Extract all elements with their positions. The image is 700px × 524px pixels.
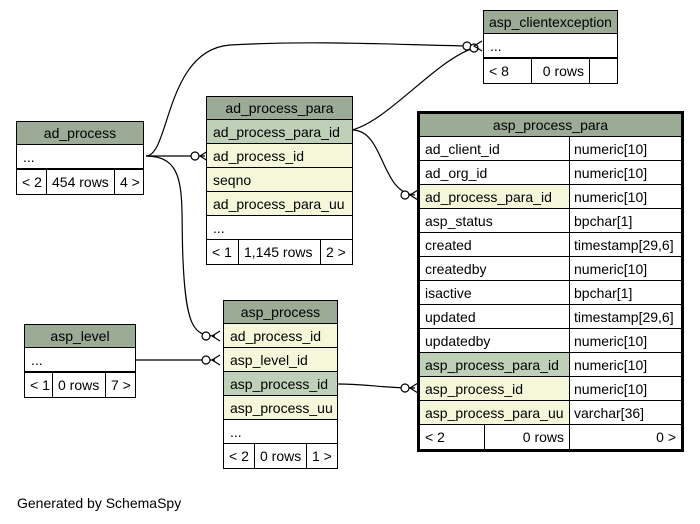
table-asp_process[interactable]: asp_process ad_process_id asp_level_id a… — [223, 300, 338, 469]
column-type: numeric[10] — [574, 333, 648, 349]
column-type: timestamp[29,6] — [574, 309, 674, 325]
table-row: ad_process_id — [224, 324, 337, 348]
table-footer: < 2 0 rows 0 > — [420, 425, 681, 449]
table-row: asp_process_uu — [224, 396, 337, 420]
table-ad_process_para[interactable]: ad_process_para ad_process_para_id ad_pr… — [206, 96, 353, 265]
edge-end-circle — [190, 151, 200, 161]
column-type: timestamp[29,6] — [574, 237, 674, 253]
children-count[interactable]: 1 > — [312, 448, 332, 464]
parents-count[interactable]: < 1 — [25, 373, 53, 397]
column-type: varchar[36] — [574, 405, 645, 421]
column-type: numeric[10] — [574, 261, 648, 277]
column-type: bpchar[1] — [574, 285, 633, 301]
row-count: 0 rows — [532, 59, 590, 83]
column-type: numeric[10] — [574, 141, 648, 157]
edge-ad_process_para-asp_process_para — [351, 129, 416, 196]
edge-end-circle — [400, 383, 410, 393]
column-name: ad_process_para_id — [420, 185, 570, 208]
table-title: asp_clientexception — [484, 11, 617, 34]
column-name: created — [420, 233, 570, 256]
table-footer: < 1 0 rows 7 > — [25, 372, 135, 397]
table-footer: < 8 0 rows — [484, 58, 617, 83]
column-type: numeric[10] — [574, 165, 648, 181]
table-row: ad_process_para_uu — [207, 192, 352, 216]
column-type: bpchar[1] — [574, 213, 633, 229]
table-ad_process[interactable]: ad_process ... < 2 454 rows 4 > — [16, 121, 144, 195]
table-row: seqno — [207, 168, 352, 192]
row-count: 1,145 rows — [239, 240, 321, 264]
table-row: ad_process_id — [207, 144, 352, 168]
parents-count[interactable]: < 8 — [484, 59, 532, 83]
edge-end-circle — [201, 331, 211, 341]
table-row: ... — [484, 34, 617, 58]
table-title: asp_process — [224, 301, 337, 324]
table-row: ... — [207, 216, 352, 240]
edge-end-circle — [201, 355, 211, 365]
edge-ad_process-asp_clientexception — [145, 42, 471, 157]
column-name: asp_process_para_uu — [420, 401, 570, 424]
column-name: createdby — [420, 257, 570, 280]
table-row: ... — [224, 420, 337, 444]
table-row: ... — [17, 145, 143, 169]
edge-ad_process_para-asp_clientexception — [351, 46, 479, 131]
table-asp_clientexception[interactable]: asp_clientexception ... < 8 0 rows — [483, 10, 618, 84]
children-count[interactable]: 7 > — [111, 377, 131, 393]
table-title: ad_process_para — [207, 97, 352, 120]
column-name: asp_status — [420, 209, 570, 232]
table-footer: < 2 454 rows 4 > — [17, 169, 143, 194]
row-count: 0 rows — [255, 444, 307, 468]
children-count[interactable]: 4 > — [120, 174, 140, 190]
parents-count[interactable]: < 2 — [420, 425, 485, 449]
parents-count[interactable]: < 2 — [224, 444, 255, 468]
row-count: 454 rows — [47, 170, 115, 194]
column-name: isactive — [420, 281, 570, 304]
generated-by-footer: Generated by SchemaSpy — [17, 495, 182, 511]
table-title: asp_process_para — [420, 114, 681, 137]
table-title: ad_process — [17, 122, 143, 145]
children-count[interactable]: 2 > — [326, 244, 346, 260]
table-footer: < 1 1,145 rows 2 > — [207, 240, 352, 264]
table-title: asp_level — [25, 325, 135, 348]
table-row: asp_level_id — [224, 348, 337, 372]
children-count[interactable] — [590, 59, 617, 83]
row-count: 0 rows — [485, 425, 570, 449]
column-name: ad_client_id — [420, 137, 570, 160]
column-type: numeric[10] — [574, 189, 648, 205]
parents-count[interactable]: < 2 — [17, 170, 47, 194]
column-type: numeric[10] — [574, 357, 648, 373]
column-name: asp_process_para_id — [420, 353, 570, 376]
children-count[interactable]: 0 > — [656, 429, 676, 445]
column-name: updated — [420, 305, 570, 328]
row-count: 0 rows — [53, 373, 106, 397]
column-type: numeric[10] — [574, 381, 648, 397]
table-asp_level[interactable]: asp_level ... < 1 0 rows 7 > — [24, 324, 136, 398]
table-row: ... — [25, 348, 135, 372]
edge-end-circle — [400, 190, 410, 200]
crowfoot-icon — [472, 40, 483, 52]
column-name: ad_org_id — [420, 161, 570, 184]
table-footer: < 2 0 rows 1 > — [224, 444, 337, 468]
table-row: ad_process_para_id — [207, 120, 352, 144]
column-name: asp_process_id — [420, 377, 570, 400]
column-name: updatedby — [420, 329, 570, 352]
table-row: asp_process_id — [224, 372, 337, 396]
edge-ad_process-asp_process — [145, 155, 216, 337]
parents-count[interactable]: < 1 — [207, 240, 239, 264]
